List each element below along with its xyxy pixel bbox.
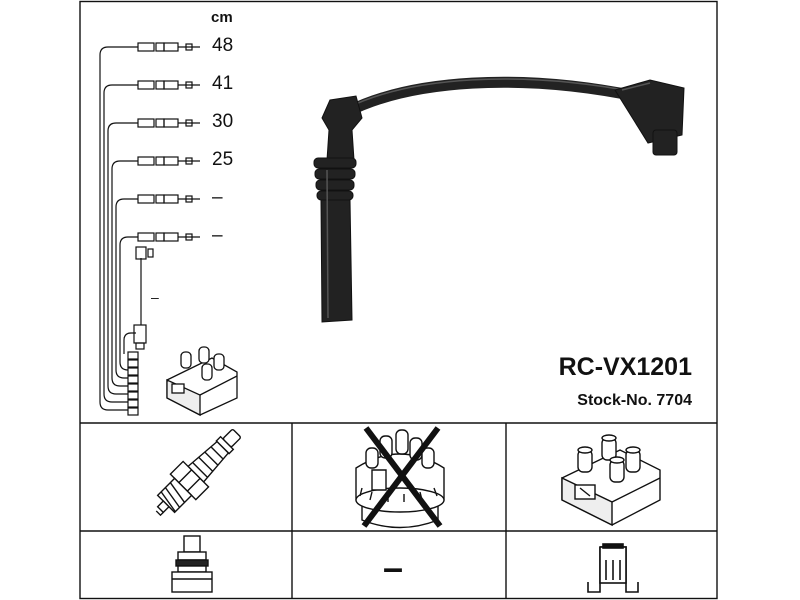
wire-length-3: 30 <box>212 111 234 132</box>
unit-label: cm <box>211 9 233 26</box>
straight-boot <box>313 95 363 323</box>
dash-cell-label: – <box>383 547 404 588</box>
not-included-cross-icon <box>361 426 443 528</box>
small-coil-icon <box>166 346 238 417</box>
ignition-coil-icon <box>561 434 661 527</box>
wire-length-5: – <box>212 187 223 208</box>
ignition-cable-drawing <box>313 76 685 323</box>
model-number: RC-VX1201 <box>558 353 692 381</box>
wire-length-6: – <box>212 225 223 246</box>
plug-connector-icon <box>171 535 213 593</box>
cable-set-schematic <box>99 42 200 416</box>
side-wire-length: – <box>151 289 159 305</box>
wire-length-4: 25 <box>212 149 234 170</box>
frame-lines <box>79 0 718 600</box>
spark-plug-icon <box>155 429 241 517</box>
cable-body <box>341 76 646 118</box>
wire-length-2: 41 <box>212 73 234 94</box>
coil-connector-icon <box>587 543 639 593</box>
angled-boot <box>614 79 685 156</box>
wire-length-1: 48 <box>212 35 234 56</box>
stock-number: Stock-No. 7704 <box>577 392 692 409</box>
wire-end-connectors <box>127 42 200 416</box>
